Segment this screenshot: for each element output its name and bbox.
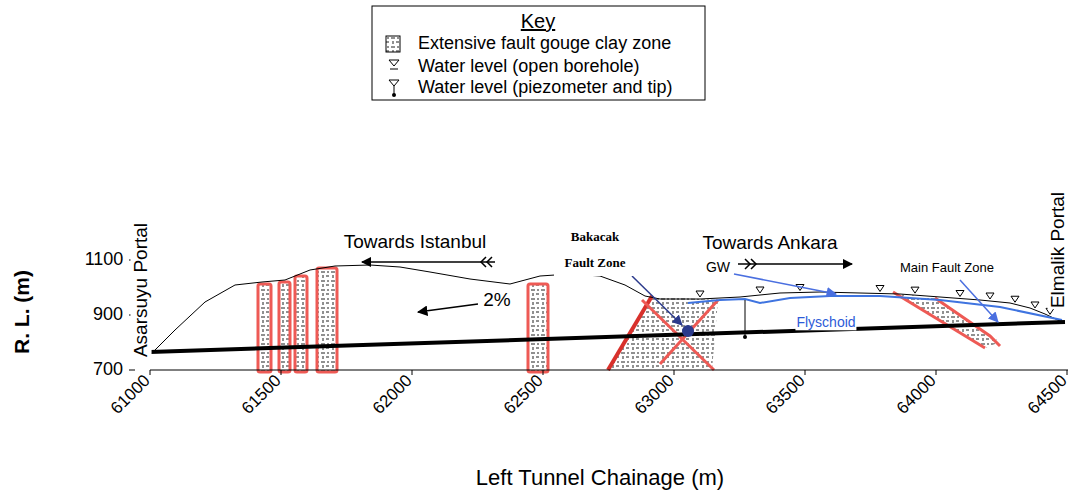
drawing-stroke (279, 282, 290, 372)
drawing-stroke (392, 93, 396, 97)
drawing-stroke (281, 370, 282, 375)
chevron (481, 257, 492, 267)
drawing-stroke (756, 287, 764, 293)
annotation: Main Fault Zone (899, 261, 995, 275)
legend-text: Water level (piezometer and tip) (418, 78, 672, 98)
drawing-stroke (390, 69, 398, 70)
drawing-stroke (389, 80, 399, 86)
fault-point (682, 325, 694, 337)
chainage-tick: 64000 (894, 372, 941, 419)
annotation: GW (705, 260, 731, 275)
annotation: 2% (482, 290, 511, 311)
drawing-stroke (394, 86, 395, 94)
drawing-stroke (528, 284, 548, 372)
chainage-tick: 62000 (370, 372, 417, 419)
chainage-tick: 62500 (501, 372, 548, 419)
drawing-stroke (317, 268, 337, 372)
annotation: Left Tunnel Chainage (m) (476, 466, 724, 490)
legend-text: Water level (open borehole) (418, 57, 639, 77)
drawing-stroke (129, 370, 135, 371)
drawing-stroke (295, 276, 307, 372)
elevation-tick: 900 (93, 305, 123, 325)
drawing-stroke (1067, 370, 1068, 375)
gradient-arrow (418, 304, 478, 312)
drawing-stroke (696, 291, 704, 297)
gouge-symbol (386, 36, 400, 52)
key-box (372, 6, 705, 100)
drawing-stroke (743, 335, 747, 339)
leader-arrow (960, 280, 998, 322)
drawing-stroke (412, 370, 413, 375)
annotation: Towards Istanbul (344, 232, 487, 253)
groundwater-line (688, 296, 1062, 320)
drawing-stroke (150, 370, 1068, 371)
annotation: Flyschoid (795, 315, 856, 330)
tunnel-line (150, 322, 1065, 352)
drawing-stroke (1046, 308, 1054, 314)
leader-arrow (632, 276, 682, 325)
annotation: Bakacak Fault Zone (554, 224, 636, 276)
drawing-stroke (1031, 302, 1039, 308)
annotation: Elmalik Portal (1048, 191, 1069, 309)
drawing-stroke (986, 293, 994, 299)
fault-zones (258, 268, 1000, 372)
chainage-tick: 63000 (632, 372, 679, 419)
borehole-symbol (389, 60, 399, 69)
annotation: Asarsuyu Portal (131, 222, 152, 358)
drawing-stroke (674, 370, 675, 375)
elevation-tick: 700 (93, 360, 123, 380)
drawing-stroke (876, 286, 884, 292)
piezometer-symbol (389, 80, 399, 97)
drawing-stroke (150, 370, 151, 375)
water-level-marks (696, 285, 1054, 315)
chainage-tick: 64500 (1025, 372, 1072, 419)
drawing-stroke (936, 370, 937, 375)
annotation: R. L. (m) (10, 269, 33, 355)
elevation-tick: 1100 (85, 250, 124, 270)
direction-arrow (362, 261, 495, 263)
drawing-stroke (543, 370, 544, 375)
drawing-stroke (911, 287, 919, 293)
drawing-stroke (956, 291, 964, 297)
drawing-stroke (608, 296, 652, 370)
chainage-tick: 63500 (763, 372, 810, 419)
leader-arrow (734, 274, 836, 294)
drawing-stroke (258, 284, 271, 372)
legend-text: Extensive fault gouge clay zone (418, 34, 671, 54)
chevron (745, 259, 756, 269)
drawing-stroke (389, 60, 399, 66)
ground-surface (150, 265, 1062, 355)
key-heading: Key (521, 10, 555, 32)
drawing-stroke (1011, 296, 1019, 302)
drawing-stroke (805, 370, 806, 375)
annotation: Towards Ankara (702, 233, 837, 254)
axes (129, 260, 1068, 375)
chainage-tick: 61500 (239, 372, 286, 419)
